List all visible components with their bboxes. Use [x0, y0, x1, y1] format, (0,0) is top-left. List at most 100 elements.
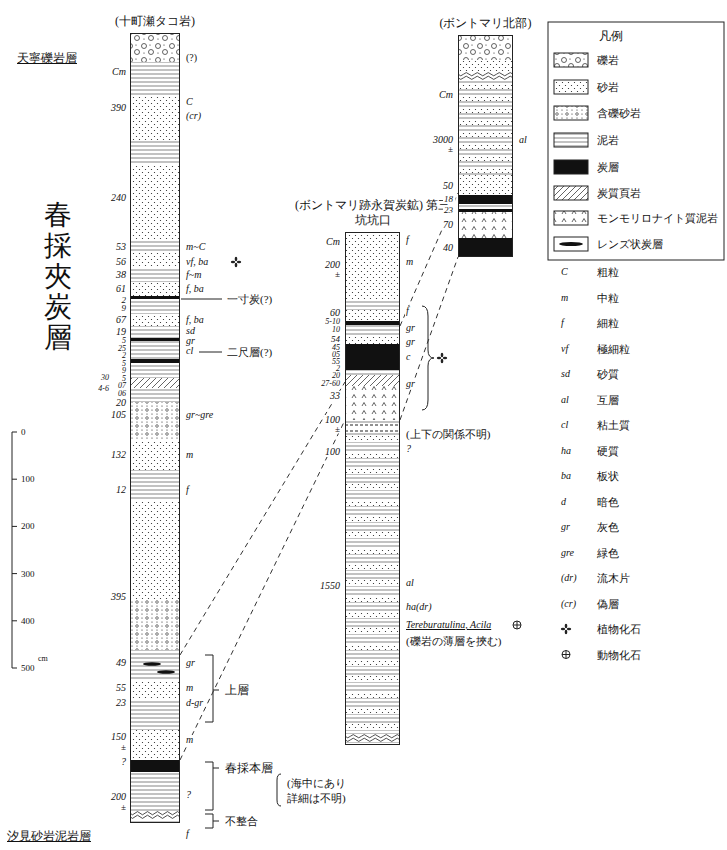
annotation-label: 390 — [110, 103, 127, 113]
annotation-label: 54 — [330, 335, 341, 344]
annotation-label: 18 — [443, 195, 454, 204]
lithology-layer — [458, 204, 513, 209]
annotation-label: 100 — [20, 475, 36, 484]
annotation-label: 200 — [20, 522, 36, 531]
annotation-label: m — [185, 683, 194, 693]
lithology-layer — [130, 326, 180, 338]
legend-label: 動物化石 — [596, 649, 642, 660]
drawing-part — [513, 621, 521, 629]
annotation-label: (礫岩の薄層を挾む) — [405, 636, 502, 647]
animal-fossil-symbol — [562, 651, 570, 659]
annotation-label: al — [560, 395, 570, 405]
annotation-label: ± — [334, 425, 341, 434]
annotation-label: c — [405, 352, 411, 362]
legend-label: 互層 — [596, 394, 620, 405]
lithology-layer — [130, 296, 180, 299]
column-heading: (ボントマリ跡永賀炭鉱) 第三坑坑口 — [290, 198, 455, 229]
drawing-part — [565, 630, 568, 634]
annotation-label: f — [405, 235, 410, 245]
annotation-label: m — [560, 293, 569, 303]
legend-label: 偽層 — [596, 598, 620, 609]
annotation-label: gr — [185, 658, 196, 668]
annotation-label: m — [185, 735, 194, 745]
annotation-label: d-gr — [185, 698, 204, 708]
annotation-label: cl — [185, 346, 194, 356]
unconformity-line — [458, 72, 513, 80]
lithology-layer — [130, 440, 180, 470]
annotation-label: 春採本層 — [224, 762, 274, 774]
annotation-label: f — [185, 829, 190, 839]
legend-label: 炭質頁岩 — [596, 188, 642, 199]
annotation-label: gr — [405, 323, 416, 333]
annotation-label: 38 — [115, 270, 127, 280]
annotation-label: 33 — [329, 391, 341, 401]
annotation-label: 500 — [20, 664, 36, 673]
drawing-part — [12, 479, 17, 480]
annotation-label: 200 — [324, 260, 341, 270]
lithology-layer — [130, 268, 180, 282]
lithology-layer — [130, 314, 180, 326]
annotation-label: cm — [37, 655, 49, 663]
lithology-layer — [458, 60, 513, 72]
column-heading: (十町瀬タコ岩) — [115, 14, 195, 30]
annotation-label: 200 — [110, 792, 127, 802]
lithology-layer — [345, 336, 400, 344]
legend-label: 炭層 — [596, 162, 620, 173]
drawing-part — [130, 33, 180, 823]
annotation-label: 56 — [115, 257, 127, 267]
formation-name: 春採夾炭層 — [44, 200, 72, 354]
drawing-part — [181, 299, 222, 300]
annotation-label: 天寧礫岩層 — [16, 52, 78, 64]
annotation-label: gr — [185, 336, 196, 346]
drawing-part — [205, 814, 219, 828]
annotation-label: 20 — [331, 372, 341, 380]
lithology-layer — [130, 470, 180, 500]
annotation-label: 27-60 — [320, 380, 341, 388]
lithology-layer — [130, 500, 180, 600]
lithology-layer — [130, 363, 180, 378]
lithology-layer — [130, 33, 180, 62]
annotation-label: 23 — [115, 698, 127, 708]
legend-label: レンズ状炭層 — [596, 239, 664, 250]
annotation-label: 132 — [110, 450, 127, 460]
lithology-layer — [345, 692, 400, 698]
drawing-part — [345, 232, 400, 745]
annotation-label: f, ba — [185, 315, 205, 325]
annotation-label: 395 — [110, 592, 127, 602]
lithology-layer — [345, 564, 400, 570]
annotation-label: 60 — [329, 308, 341, 318]
drawing-part — [345, 425, 400, 426]
annotation-label: 150 — [110, 732, 127, 742]
lithology-layer — [345, 532, 400, 538]
lithology-layer — [345, 420, 400, 745]
annotation-label: 12 — [115, 485, 127, 495]
lithology-layer — [458, 35, 513, 60]
legend-swatch — [554, 53, 588, 67]
drawing-part — [562, 651, 570, 659]
lithology-layer — [130, 760, 180, 772]
annotation-label: 5-10 — [324, 318, 341, 326]
lithology-layer — [345, 321, 400, 325]
lithology-layer — [458, 156, 513, 161]
annotation-label: al — [405, 578, 415, 588]
lithology-layer — [345, 325, 400, 336]
lithology-layer — [345, 628, 400, 634]
annotation-label: 400 — [20, 616, 36, 625]
legend-frame — [548, 22, 724, 260]
annotation-label: 53 — [115, 242, 127, 252]
lithology-layer — [345, 612, 400, 618]
annotation-label: (海中にあり — [286, 778, 347, 789]
drawing-part — [237, 261, 241, 264]
lithology-layer — [130, 252, 180, 268]
lithology-layer — [345, 386, 400, 420]
drawing-part — [205, 655, 219, 722]
lithology-layer — [345, 580, 400, 586]
unconformity-line — [130, 811, 180, 819]
legend-label: 極細粒 — [596, 343, 631, 354]
annotation-label: 100 — [324, 447, 341, 457]
annotation-label: 67 — [115, 315, 127, 325]
legend-swatch — [554, 211, 588, 225]
column-fill — [130, 33, 513, 823]
lithology-layer — [130, 299, 180, 314]
lithology-layer — [458, 195, 513, 204]
